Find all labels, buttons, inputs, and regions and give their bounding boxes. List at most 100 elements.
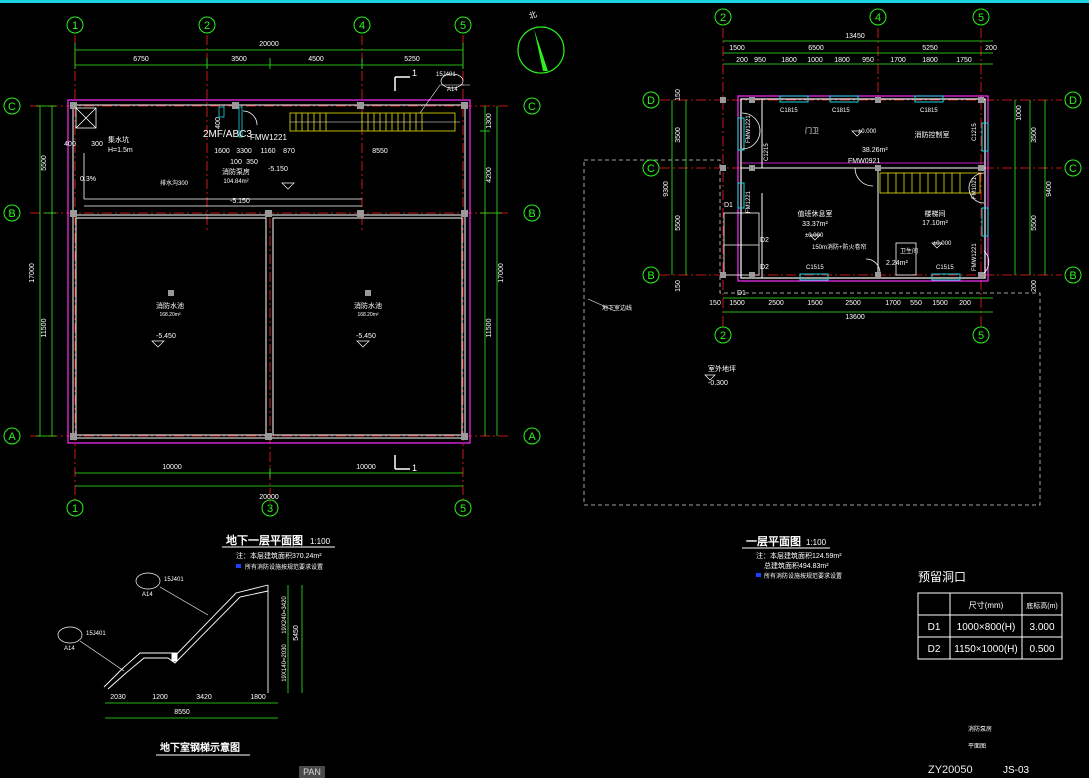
dimension-text: 10000	[356, 464, 376, 471]
detail-ref-sheet: A14	[142, 592, 153, 598]
level-label: ±0.000	[805, 233, 824, 239]
dimension-text: 2500	[768, 300, 784, 307]
table-cell: 0.500	[1029, 644, 1054, 655]
window-label: C1515	[806, 265, 824, 271]
stair-title: 地下室钢梯示意图	[160, 741, 240, 754]
axis-bubble: 5	[460, 20, 466, 32]
room-area: 168.20m²	[159, 312, 180, 318]
dimension-text: 2500	[845, 300, 861, 307]
equipment-label: 2MF/ABC3	[203, 129, 252, 140]
dimension-text: 1600	[214, 148, 230, 155]
pit-label: 集水坑	[108, 135, 129, 144]
level-label: -5.150	[268, 166, 288, 173]
table-cell: D2	[928, 644, 941, 655]
drawing-title-block: 消防泵房 平面图	[968, 725, 992, 750]
axis-bubble: D	[647, 95, 655, 107]
axis-bubble: 5	[978, 330, 984, 342]
axis-bubble: A	[528, 431, 536, 443]
opening-tag: D2	[760, 237, 769, 244]
axis-bubble: C	[528, 101, 536, 113]
axis-bubble: B	[8, 208, 15, 220]
dimension-text: 100	[230, 159, 242, 166]
cad-drawing-canvas[interactable]: 1 2 4 5 1 3 5 C B A C B A 20000 6750 350…	[0, 3, 1089, 778]
axis-bubble: 3	[267, 503, 273, 515]
dimension-text: 20000	[259, 494, 279, 501]
dimension-text: 17000	[498, 263, 505, 283]
first-floor-plan	[583, 28, 1062, 506]
dimension-text: 4500	[308, 56, 324, 63]
detail-ref: 15J401	[164, 577, 184, 583]
pit-height: H=1.5m	[108, 147, 133, 154]
dimension-text: 150	[675, 280, 682, 292]
detail-ref-sheet: A14	[64, 646, 75, 652]
pan-mode-indicator[interactable]: PAN	[299, 766, 325, 778]
dimension-text: 1160	[260, 148, 275, 155]
dimension-text: 950	[862, 57, 874, 64]
table-cell: D1	[928, 622, 941, 633]
door-label: FM1221	[746, 190, 752, 213]
table-header: 底标高(m)	[1026, 601, 1058, 610]
boundary-label: 地下室边线	[602, 304, 632, 312]
room-area: 2.24m²	[886, 260, 908, 267]
dimension-text: 10000	[162, 464, 182, 471]
level-label: ±0.000	[933, 241, 952, 247]
plan-scale: 1:100	[310, 537, 331, 546]
opening-tag: D1	[724, 202, 733, 209]
outside-level: -0.300	[708, 380, 728, 387]
window-label: C1215	[764, 143, 770, 161]
dimension-text: 13450	[845, 33, 865, 40]
dimension-text: 9400	[1046, 181, 1053, 197]
dimension-text: 8550	[174, 709, 190, 716]
dimension-text: 200	[1031, 280, 1038, 292]
basement-plan	[30, 35, 510, 503]
dimension-text: 5250	[404, 56, 420, 63]
plan-note: 所有消防设施按规范要求设置	[245, 563, 323, 571]
axis-bubble: 1	[72, 503, 78, 515]
dimension-text: 1700	[890, 57, 906, 64]
dimension-text: 5250	[922, 45, 938, 52]
detail-ref: 15J401	[436, 72, 456, 78]
drawing-name: 平面图	[968, 743, 986, 750]
first-floor-title-block: 一层平面图 1:100 注：本层建筑面积124.59m² 总建筑面积494.83…	[742, 535, 842, 580]
table-cell: 1150×1000(H)	[954, 644, 1017, 655]
dimension-text: 3500	[675, 127, 682, 143]
door-label: FMW1221	[972, 243, 978, 271]
first-floor-labels: 门卫 ±0.000 消防控制室 38.26m² 值班休息室 33.37m² ±0…	[602, 108, 978, 387]
dimension-text: 5500	[1031, 215, 1038, 231]
table-cell: 3.000	[1029, 622, 1054, 633]
room-area: 17.10m²	[922, 220, 948, 227]
section-cut-mark: 1	[412, 68, 417, 78]
basement-labels: 消防泵房 104.84m² 2MF/ABC3 FMW1221 集水坑 H=1.5…	[80, 68, 464, 473]
dimension-text: 1500	[729, 45, 745, 52]
dimension-text: 1000	[1016, 105, 1023, 121]
level-label: ±0.000	[858, 129, 877, 135]
dimension-text: 400	[64, 141, 76, 148]
section-cut-mark: 1	[412, 463, 417, 473]
dimension-text: 300	[91, 141, 103, 148]
dimension-text: 17000	[29, 263, 36, 283]
window-top-border	[0, 0, 1089, 3]
room-name: 门卫	[805, 126, 819, 135]
dimension-text: 400	[215, 117, 222, 129]
table-cell: 1000×800(H)	[957, 622, 1016, 633]
dimension-text: 150	[675, 89, 682, 101]
room-name: 值班休息室	[798, 209, 833, 218]
dimension-text: 1800	[922, 57, 938, 64]
dimension-text: 6500	[808, 45, 824, 52]
axis-bubble: A	[8, 431, 16, 443]
dimension-text: 3420	[196, 694, 212, 701]
axis-bubble: 2	[720, 330, 726, 342]
door-label: FMW1221	[746, 115, 752, 143]
dimension-text: 19X240=3420	[282, 596, 288, 634]
axis-bubble: C	[1069, 163, 1077, 175]
dimension-text: 200	[985, 45, 997, 52]
axis-bubble: C	[8, 101, 16, 113]
level-label: -5.450	[356, 333, 376, 340]
dimension-text: 1000	[807, 57, 823, 64]
stair-section: 2030 1200 3420 1800 8550 5450 19X240=342…	[57, 572, 303, 756]
axis-bubble: B	[647, 270, 654, 282]
dimension-text: 1800	[781, 57, 797, 64]
dimension-text: 11500	[41, 318, 48, 337]
dimension-text: 950	[754, 57, 766, 64]
axis-bubble: 4	[359, 20, 365, 32]
